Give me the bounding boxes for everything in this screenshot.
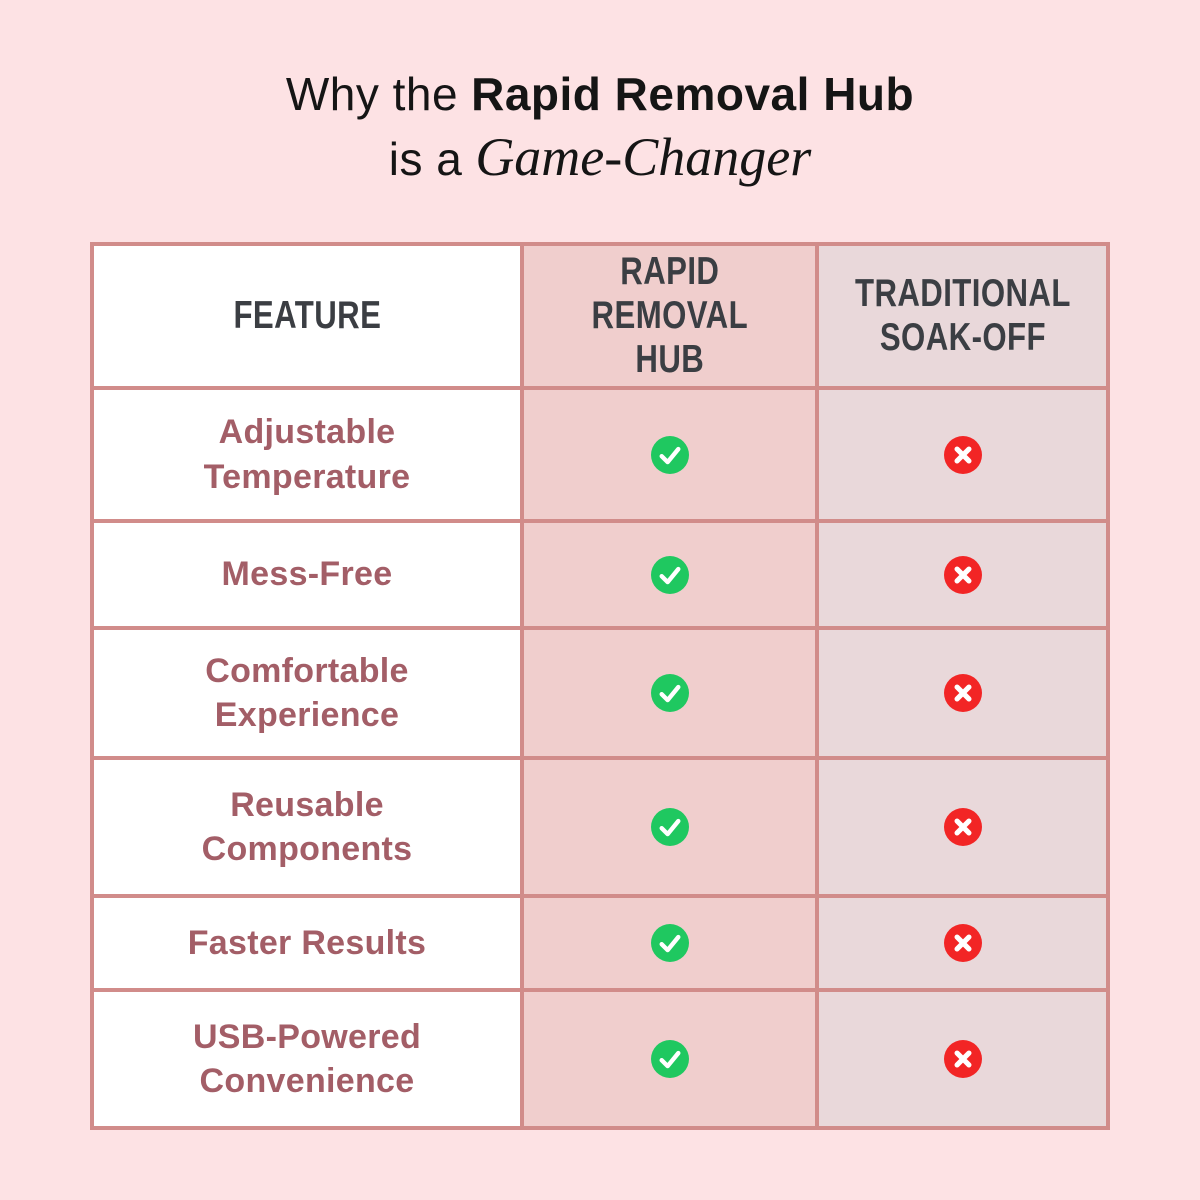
table-row: Faster Results [94,898,1106,988]
title-line-1: Why the Rapid Removal Hub [0,66,1200,122]
title-line-2: is a Game-Changer [0,126,1200,190]
feature-cell: Adjustable Temperature [94,390,520,519]
feature-cell: Mess-Free [94,523,520,626]
rapid-removal-hub-cell [524,760,815,894]
check-icon [650,808,689,846]
title-italic-text: Game-Changer [475,127,812,187]
traditional-soak-off-cell [819,390,1106,519]
cross-icon [943,674,982,712]
page-title: Why the Rapid Removal Hub is a Game-Chan… [0,66,1200,190]
cross-icon [943,924,982,962]
table-row: USB-Powered Convenience [94,992,1106,1126]
feature-label: Mess-Free [221,555,393,594]
table-row: Comfortable Experience [94,630,1106,756]
rapid-removal-hub-cell [524,992,815,1126]
feature-label: Faster Results [187,923,427,962]
cross-icon [943,435,982,474]
check-icon [650,555,689,594]
title-regular-text: Why the [285,68,459,120]
feature-cell: Reusable Components [94,760,520,894]
table-row: Reusable Components [94,760,1106,894]
rapid-removal-hub-cell [524,390,815,519]
feature-cell: Faster Results [94,898,520,988]
rapid-removal-hub-cell [524,630,815,756]
header-cell-feature: FEATURE [94,246,520,386]
check-icon [650,924,689,962]
traditional-soak-off-cell [819,760,1106,894]
check-icon [650,435,689,474]
traditional-soak-off-cell [819,630,1106,756]
title-bold-text: Rapid Removal Hub [471,68,915,120]
check-icon [650,1040,689,1078]
feature-cell: Comfortable Experience [94,630,520,756]
feature-label: Adjustable Temperature [203,413,411,496]
cross-icon [943,1040,982,1078]
traditional-soak-off-cell [819,992,1106,1126]
cross-icon [943,555,982,594]
header-cell-traditional-soak-off: TRADITIONAL SOAK-OFF [819,246,1106,386]
table-row: Adjustable Temperature [94,390,1106,519]
feature-cell: USB-Powered Convenience [94,992,520,1126]
rapid-removal-hub-cell [524,898,815,988]
feature-label: Comfortable Experience [205,651,409,734]
check-icon [650,674,689,712]
cross-icon [943,808,982,846]
feature-label: Reusable Components [201,785,413,868]
traditional-soak-off-cell [819,523,1106,626]
rapid-removal-hub-cell [524,523,815,626]
feature-label: USB-Powered Convenience [192,1017,422,1100]
rapid-removal-hub-column-header: RAPID REMOVAL HUB [591,249,748,382]
comparison-table: FEATURE RAPID REMOVAL HUB TRADITIONAL SO… [90,242,1110,1130]
table-row: Mess-Free [94,523,1106,626]
header-cell-rapid-removal-hub: RAPID REMOVAL HUB [524,246,815,386]
table-header-row: FEATURE RAPID REMOVAL HUB TRADITIONAL SO… [94,246,1106,386]
feature-column-header: FEATURE [233,293,381,337]
traditional-soak-off-cell [819,898,1106,988]
title-regular-text-2: is a [388,133,463,185]
traditional-soak-off-column-header: TRADITIONAL SOAK-OFF [854,271,1071,359]
